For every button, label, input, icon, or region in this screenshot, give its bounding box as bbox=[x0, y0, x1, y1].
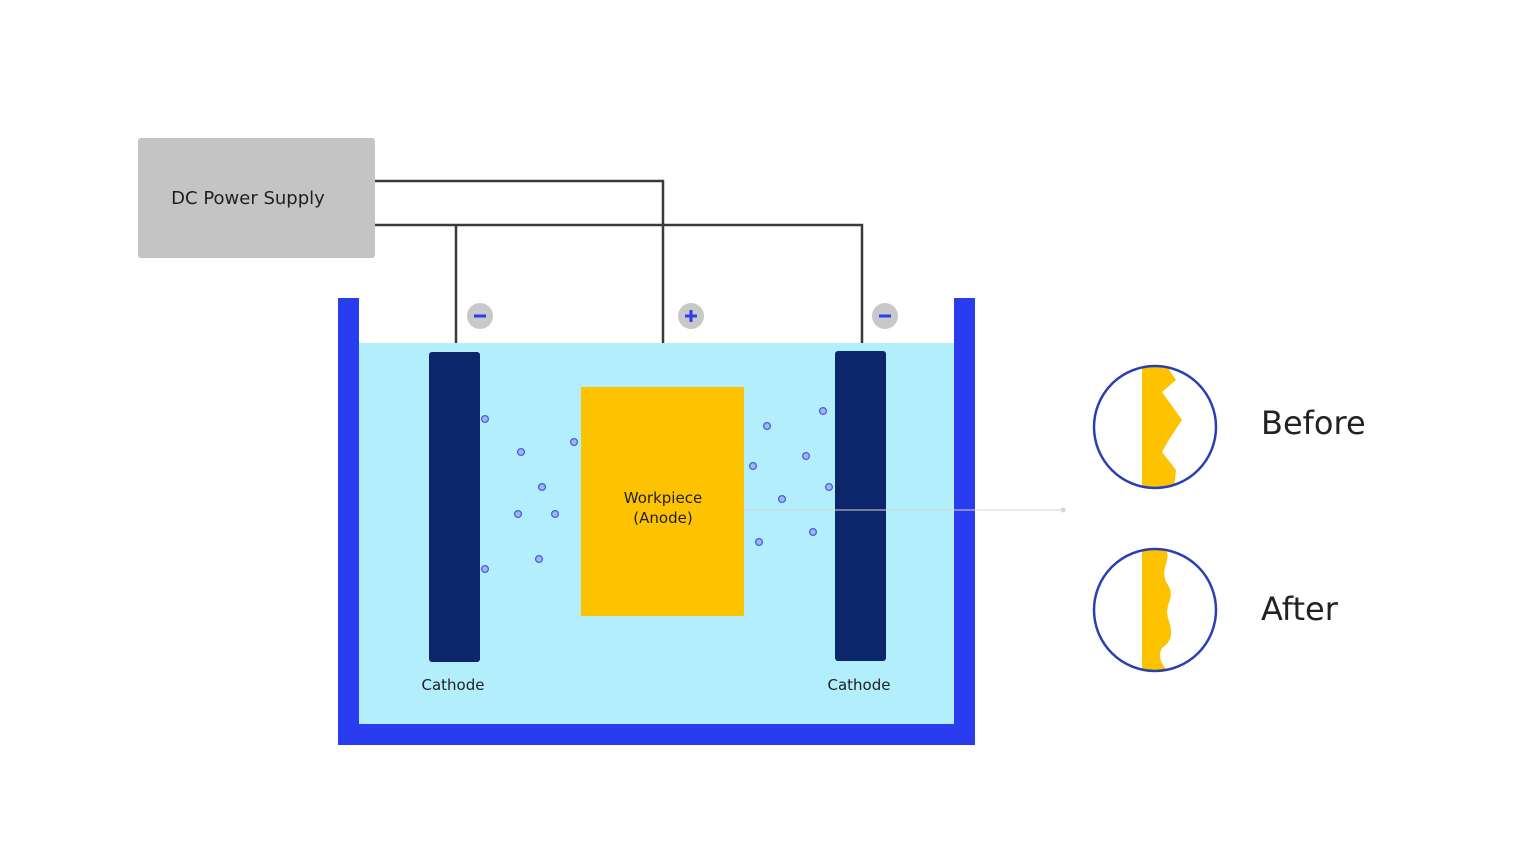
workpiece-label-line1: Workpiece bbox=[623, 489, 703, 507]
after-detail bbox=[1092, 547, 1218, 673]
terminal-right bbox=[872, 303, 898, 329]
wires bbox=[375, 179, 864, 388]
before-detail bbox=[1092, 364, 1218, 490]
cathode-right-label: Cathode bbox=[827, 676, 891, 694]
terminal-center bbox=[678, 303, 704, 329]
ion-particles bbox=[480, 406, 834, 574]
cathode-right bbox=[835, 351, 886, 661]
power-supply-label: DC Power Supply bbox=[171, 187, 325, 209]
wire-cathodes bbox=[375, 223, 864, 352]
workpiece-label: Workpiece (Anode) bbox=[582, 488, 744, 528]
cathode-left-label: Cathode bbox=[421, 676, 485, 694]
power-supply-box bbox=[138, 138, 375, 258]
terminal-left bbox=[467, 303, 493, 329]
after-label: After bbox=[1261, 590, 1338, 628]
cathode-left bbox=[429, 352, 480, 662]
before-label: Before bbox=[1261, 404, 1366, 442]
workpiece-label-line2: (Anode) bbox=[633, 509, 693, 527]
detail-pointer-dot bbox=[1060, 507, 1066, 513]
wire-anode bbox=[375, 179, 665, 388]
workpiece-anode bbox=[581, 387, 744, 616]
